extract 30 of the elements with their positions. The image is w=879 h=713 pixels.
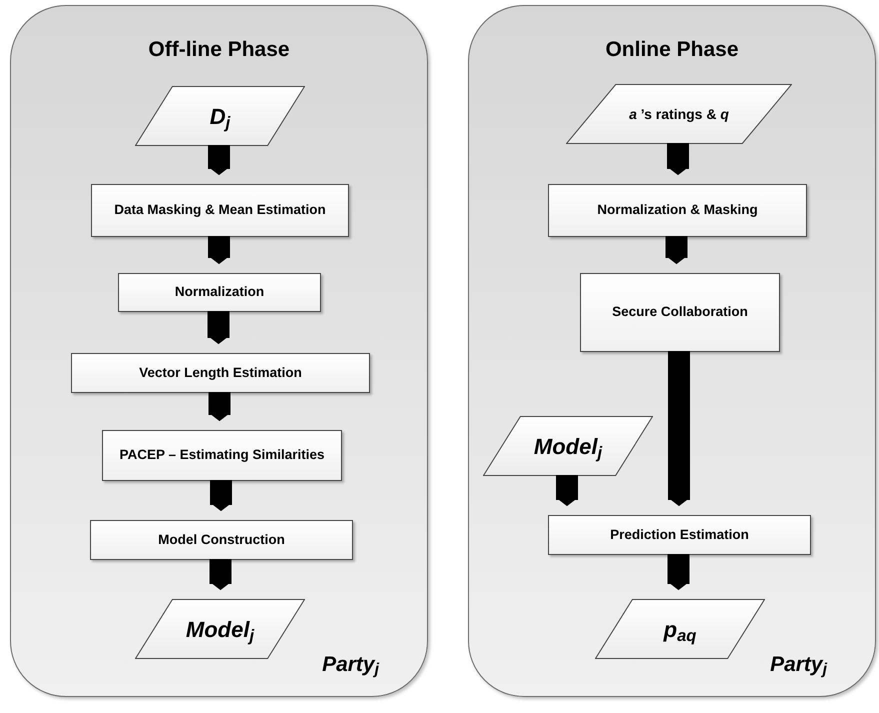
process-box: PACEP – Estimating Similarities xyxy=(102,430,342,481)
block-arrow xyxy=(210,480,232,512)
phase-title: Off-line Phase xyxy=(148,37,290,63)
party-label: Party$_{j}$ xyxy=(322,652,379,680)
block-arrow xyxy=(668,554,690,590)
block-arrow xyxy=(208,311,230,344)
process-box: Normalization xyxy=(118,273,321,312)
data-label: p$_{aq}$ xyxy=(664,616,696,646)
block-arrow xyxy=(210,559,232,590)
data-label: a ’s ratings & q xyxy=(629,104,729,124)
process-box: Vector Length Estimation xyxy=(71,353,370,393)
data-label: D$_{j}$ xyxy=(210,102,230,132)
process-box: Data Masking & Mean Estimation xyxy=(91,184,349,237)
block-arrow xyxy=(668,351,690,506)
process-box: Model Construction xyxy=(90,520,353,560)
block-arrow xyxy=(556,475,578,506)
phase-panel xyxy=(468,5,876,697)
process-box: Prediction Estimation xyxy=(548,515,811,555)
block-arrow xyxy=(208,145,230,176)
block-arrow xyxy=(666,236,688,264)
block-arrow xyxy=(667,143,689,176)
party-label: Party$_{j}$ xyxy=(770,652,827,680)
phase-title: Online Phase xyxy=(605,37,739,63)
phase-panel xyxy=(10,5,428,697)
data-label: Model$_{j}$ xyxy=(534,432,602,462)
data-label: Model$_{j}$ xyxy=(186,616,254,646)
block-arrow xyxy=(208,392,230,422)
block-arrow xyxy=(208,236,230,264)
process-box: Normalization & Masking xyxy=(548,184,807,237)
process-box: Secure Collaboration xyxy=(580,273,780,352)
